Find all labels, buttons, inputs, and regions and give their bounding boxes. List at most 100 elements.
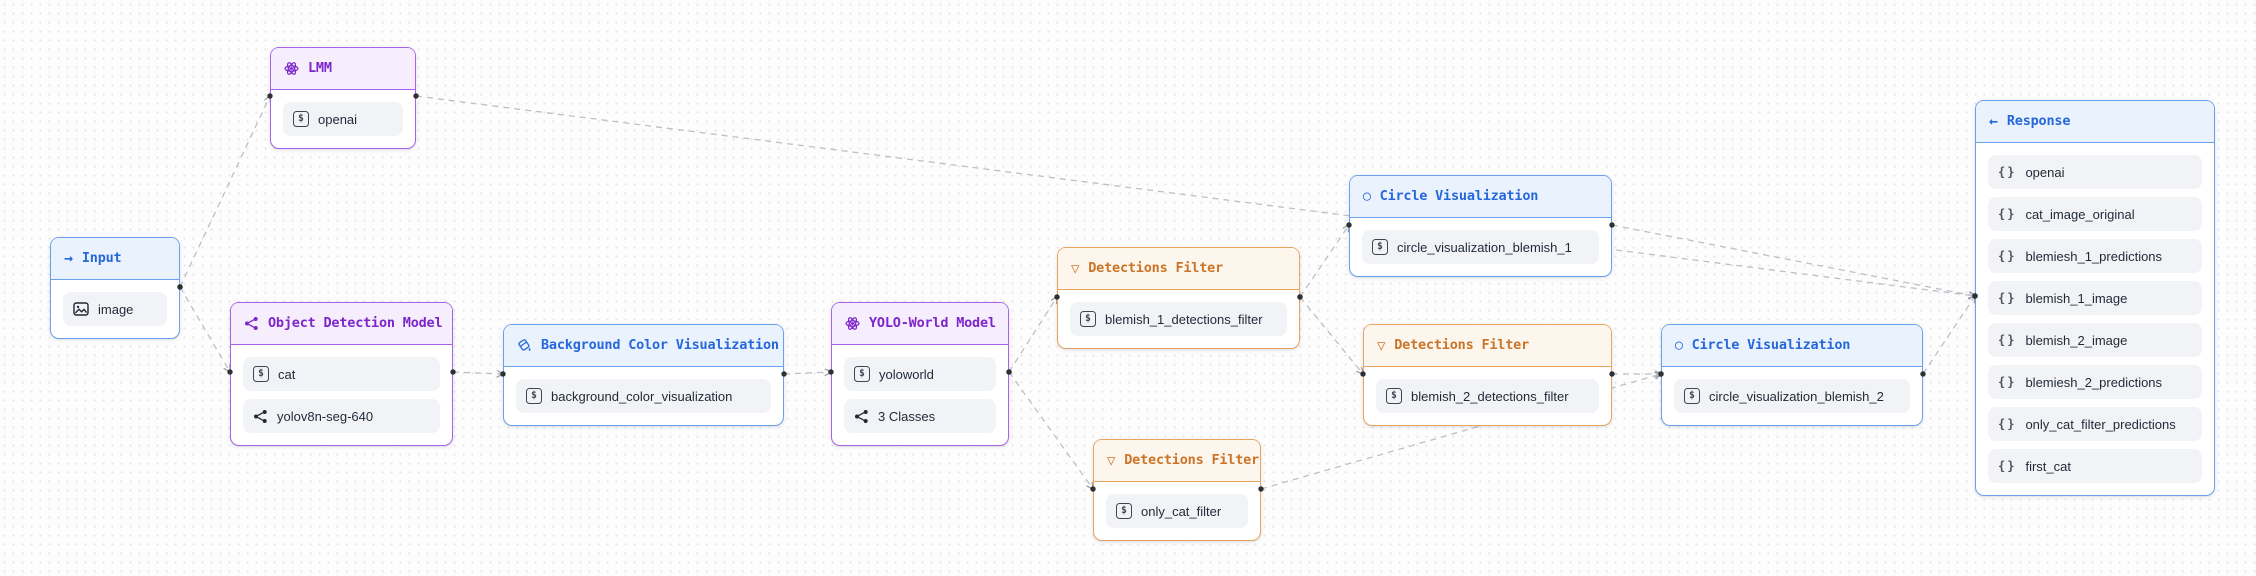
node-item[interactable]: $ circle_visualization_blemish_2 xyxy=(1674,379,1910,413)
node-item[interactable]: {} first_cat xyxy=(1988,449,2202,483)
node-f3[interactable]: ▽ Detections Filter $ only_cat_filter xyxy=(1093,439,1261,541)
node-body: $background_color_visualization xyxy=(504,367,783,425)
item-label: openai xyxy=(318,111,358,127)
node-header: ▽ Detections Filter xyxy=(1058,248,1299,290)
node-item[interactable]: $blemish_1_detections_filter xyxy=(1070,302,1287,336)
node-item[interactable]: $yoloworld xyxy=(844,357,996,391)
node-header: ◯ Circle Visualization xyxy=(1662,325,1922,367)
node-body: {}openai{}cat_image_original{}blemiesh_1… xyxy=(1976,143,2214,495)
edge-input-to-odm xyxy=(179,286,230,372)
node-title: Detections Filter xyxy=(1394,336,1530,353)
item-label: image xyxy=(98,301,134,317)
item-label: first_cat xyxy=(2025,458,2071,474)
node-f1[interactable]: ▽ Detections Filter $blemish_1_detections_… xyxy=(1057,247,1300,349)
node-item[interactable]: {} cat_image_original xyxy=(1988,197,2202,231)
item-label: blemiesh_2_predictions xyxy=(2025,374,2163,390)
dollar-icon: $ xyxy=(1684,388,1700,404)
node-header: ← Response xyxy=(1976,101,2214,143)
image-icon xyxy=(73,302,89,316)
dollar-icon: $ xyxy=(854,366,870,382)
edge-f1-to-cv1 xyxy=(1299,225,1349,298)
node-body: image xyxy=(51,280,179,338)
node-header: Background Color Visualization xyxy=(504,325,783,367)
item-label: blemish_2_detections_filter xyxy=(1411,388,1569,404)
node-item[interactable]: {} only_cat_filter_predictions xyxy=(1988,407,2202,441)
node-lmm[interactable]: LMM$openai xyxy=(270,47,416,149)
edge-yolo-to-f3 xyxy=(1008,371,1093,489)
braces-icon: {} xyxy=(1998,459,2017,473)
node-item[interactable]: yolov8n-seg-640 xyxy=(243,399,440,433)
item-label: background_color_visualization xyxy=(551,388,733,404)
atom-icon xyxy=(284,61,299,76)
node-item[interactable]: {} blemiesh_1_predictions xyxy=(1988,239,2202,273)
arrow-left-icon: ← xyxy=(1989,112,1998,130)
node-title: Background Color Visualization xyxy=(541,336,779,353)
node-item[interactable]: $cat xyxy=(243,357,440,391)
item-label: cat_image_original xyxy=(2025,206,2135,222)
item-label: only_cat_filter xyxy=(1141,503,1222,519)
node-header: ◯ Circle Visualization xyxy=(1350,176,1611,218)
node-body: $cat yolov8n-seg-640 xyxy=(231,345,452,445)
item-label: blemiesh_1_predictions xyxy=(2025,248,2163,264)
node-cv2[interactable]: ◯ Circle Visualization $ circle_visualizati… xyxy=(1661,324,1923,426)
item-label: cat xyxy=(278,366,296,382)
node-header: ▽Detections Filter xyxy=(1364,325,1611,367)
node-item[interactable]: $openai xyxy=(283,102,403,136)
node-item[interactable]: 3 Classes xyxy=(844,399,996,433)
dollar-icon: $ xyxy=(1386,388,1402,404)
node-item[interactable]: $ only_cat_filter xyxy=(1106,494,1248,528)
braces-icon: {} xyxy=(1998,207,2017,221)
node-body: $openai xyxy=(271,90,415,148)
node-odm[interactable]: Object Detection Model $cat yolov8n-seg-64… xyxy=(230,302,453,446)
arrow-right-icon: → xyxy=(64,249,73,267)
braces-icon: {} xyxy=(1998,417,2017,431)
node-item[interactable]: {}blemiesh_2_predictions xyxy=(1988,365,2202,399)
node-item[interactable]: {}blemish_2_image xyxy=(1988,323,2202,357)
node-body: $ only_cat_filter xyxy=(1094,482,1260,540)
edge-odm-to-bcv xyxy=(452,372,503,374)
braces-icon: {} xyxy=(1998,165,2017,179)
node-item[interactable]: {}blemish_1_image xyxy=(1988,281,2202,315)
node-bcv[interactable]: Background Color Visualization $backgroun… xyxy=(503,324,784,426)
node-body: $yoloworld 3 Classes xyxy=(832,345,1008,445)
node-item[interactable]: $ blemish_2_detections_filter xyxy=(1376,379,1599,413)
dollar-icon: $ xyxy=(1116,503,1132,519)
item-label: 3 Classes xyxy=(878,408,936,424)
node-title: Response xyxy=(2006,112,2071,129)
paint-bucket-icon xyxy=(517,338,532,353)
item-label: only_cat_filter_predictions xyxy=(2025,416,2176,432)
node-body: $blemish_1_detections_filter xyxy=(1058,290,1299,348)
filter-icon: ▽ xyxy=(1071,260,1080,277)
dollar-icon: $ xyxy=(1372,239,1388,255)
circle-icon: ◯ xyxy=(1363,189,1371,204)
node-item[interactable]: image xyxy=(63,292,167,326)
node-title: Detections Filter xyxy=(1088,259,1224,276)
node-cv1[interactable]: ◯ Circle Visualization $ circle_visualizati… xyxy=(1349,175,1612,277)
atom-icon xyxy=(845,316,860,331)
edge-bcv-to-yolo xyxy=(783,372,831,374)
edge-cv1-to-response xyxy=(1611,224,1975,296)
circle-icon: ◯ xyxy=(1675,338,1683,353)
edge-input-to-lmm xyxy=(179,96,270,288)
node-body: $ circle_visualization_blemish_2 xyxy=(1662,367,1922,425)
item-label: circle_visualization_blemish_1 xyxy=(1397,239,1572,255)
item-label: blemish_1_image xyxy=(2025,290,2128,306)
node-title: Circle Visualization xyxy=(1691,336,1851,353)
node-header: Object Detection Model xyxy=(231,303,452,345)
node-item[interactable]: $background_color_visualization xyxy=(516,379,771,413)
filter-icon: ▽ xyxy=(1107,452,1116,469)
node-title: Circle Visualization xyxy=(1379,187,1539,204)
node-title: Detections Filter xyxy=(1124,451,1260,468)
item-label: yolov8n-seg-640 xyxy=(277,408,374,424)
node-item[interactable]: {}openai xyxy=(1988,155,2202,189)
item-label: circle_visualization_blemish_2 xyxy=(1709,388,1884,404)
node-response[interactable]: ←Response{}openai{}cat_image_original{}b… xyxy=(1975,100,2215,496)
node-f2[interactable]: ▽Detections Filter $ blemish_2_detections_… xyxy=(1363,324,1612,426)
node-item[interactable]: $ circle_visualization_blemish_1 xyxy=(1362,230,1599,264)
braces-icon: {} xyxy=(1998,249,2017,263)
item-label: blemish_1_detections_filter xyxy=(1105,311,1263,327)
network-icon xyxy=(854,409,869,424)
